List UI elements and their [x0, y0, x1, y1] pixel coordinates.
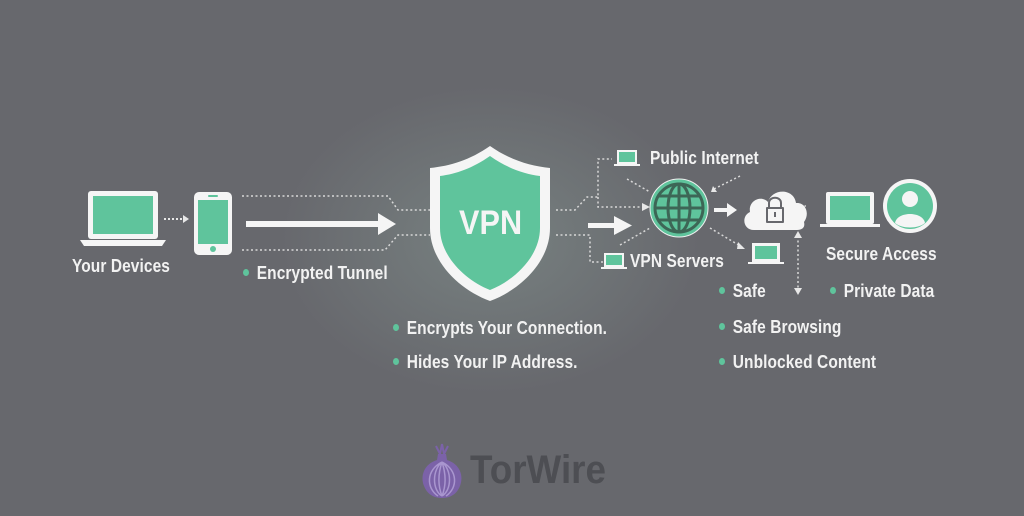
- user-avatar-icon: [883, 179, 937, 233]
- bullet-dot: [830, 286, 837, 294]
- benefit-item: Safe Browsing: [719, 317, 841, 338]
- benefit-text: Unblocked Content: [732, 352, 877, 372]
- vpn-servers-label: VPN Servers: [630, 251, 724, 271]
- dotted-arrow: [164, 215, 189, 223]
- arrowhead: [711, 186, 717, 192]
- shield-icon: [430, 146, 550, 301]
- bullet-dot: [393, 357, 400, 365]
- laptop-icon: [601, 253, 627, 269]
- bullet-dot: [243, 268, 250, 276]
- bullet-dot: [719, 322, 726, 330]
- devices-label: Your Devices: [72, 256, 170, 276]
- server-dotted-lines: [556, 158, 806, 290]
- arrowhead: [794, 231, 802, 238]
- benefit-item: Unblocked Content: [719, 352, 876, 373]
- laptop-icon: [748, 243, 784, 264]
- cloud-arrow: [714, 203, 737, 217]
- tunnel-arrow: [246, 213, 396, 235]
- benefit-text: Safe: [732, 281, 766, 301]
- bullet-dot: [719, 357, 726, 365]
- brand-logo: TorWire: [418, 440, 618, 500]
- benefit-text: Safe Browsing: [732, 317, 842, 337]
- arrowhead: [794, 288, 802, 295]
- public-internet-label: Public Internet: [650, 148, 759, 168]
- feature-item: Encrypts Your Connection.: [393, 318, 607, 339]
- benefit-item: Safe: [719, 281, 766, 302]
- smartphone-icon: [194, 192, 232, 255]
- onion-logo-icon: [422, 443, 462, 498]
- globe-icon: [649, 178, 709, 238]
- bullet-dot: [393, 323, 400, 331]
- arrowhead: [642, 203, 650, 211]
- feature-item: Hides Your IP Address.: [393, 352, 578, 373]
- secure-access-label: Secure Access: [826, 244, 937, 264]
- laptop-icon: [80, 191, 166, 246]
- shield-vpn-text: VPN: [459, 204, 523, 242]
- feature-text: Hides Your IP Address.: [406, 352, 578, 372]
- cloud-lock-icon: [744, 191, 807, 230]
- tunnel-dotted-lines: [242, 195, 430, 251]
- arrowhead: [737, 242, 745, 249]
- benefit-item: Private Data: [830, 281, 934, 302]
- server-arrow: [588, 216, 632, 235]
- benefit-text: Private Data: [843, 281, 935, 301]
- tunnel-label-text: Encrypted Tunnel: [256, 263, 388, 283]
- laptop-icon: [614, 150, 640, 166]
- feature-text: Encrypts Your Connection.: [406, 318, 608, 338]
- tunnel-label: Encrypted Tunnel: [243, 263, 388, 284]
- brand-name: TorWire: [470, 447, 606, 492]
- bullet-dot: [719, 286, 726, 294]
- laptop-icon: [820, 192, 880, 227]
